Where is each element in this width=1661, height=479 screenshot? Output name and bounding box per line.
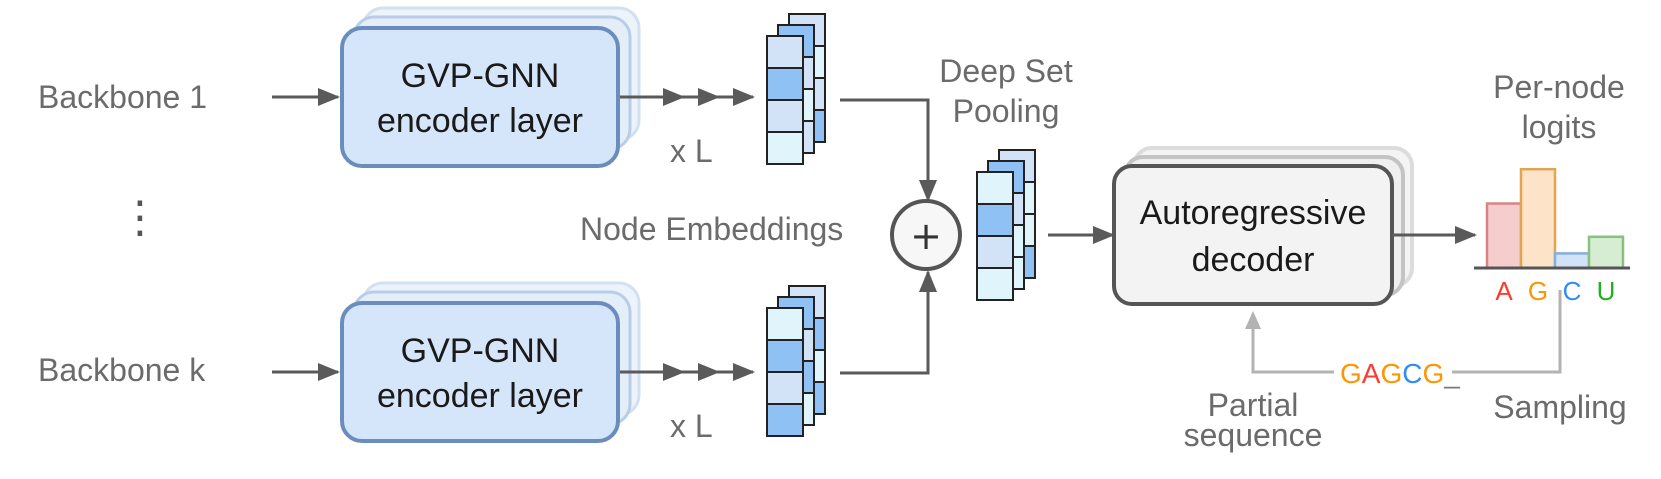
sequence-char: G: [1422, 358, 1444, 389]
sequence-char: G: [1380, 358, 1402, 389]
embedding-stack-bottom: [766, 285, 826, 437]
embedding-stack-pooled: [976, 149, 1036, 301]
logit-label-a: A: [1495, 276, 1513, 306]
logit-bar-a: [1485, 202, 1523, 270]
logits-title-line2: logits: [1522, 109, 1597, 145]
partial-sequence-text: GAGCG_: [1340, 358, 1460, 389]
encoder-box-bottom: [340, 301, 620, 443]
sequence-char: _: [1443, 358, 1460, 389]
logit-bar-chart: [1485, 167, 1625, 270]
partial-sequence-arrow: [1245, 311, 1334, 374]
embedding-cell: [766, 35, 804, 69]
encoder-stack-bottom: GVP-GNN encoder layer: [340, 281, 641, 443]
ellipsis-label: ⋮: [118, 193, 162, 242]
embedding-cell: [976, 267, 1014, 301]
emb-top-to-sum-arrow: [840, 98, 937, 202]
embedding-cell: [766, 131, 804, 165]
sequence-char: C: [1402, 358, 1422, 389]
backbone-k-label: Backbone k: [38, 352, 206, 388]
encoder-top-line2: encoder layer: [377, 102, 583, 140]
decoder-box: [1112, 164, 1394, 306]
logit-label-g: G: [1528, 276, 1548, 306]
partial-label-line1: Partial: [1208, 387, 1299, 423]
sequence-char: A: [1362, 358, 1381, 389]
sequence-char: G: [1340, 358, 1362, 389]
embedding-cell: [976, 203, 1014, 237]
sampling-feedback-line: [1452, 290, 1562, 374]
decoder-line2: decoder: [1192, 241, 1315, 279]
embedding-cell: [766, 339, 804, 373]
logit-label-u: U: [1597, 276, 1616, 306]
decoder-stack: Autoregressive decoder: [1112, 146, 1414, 306]
repeat-label-top: x L: [670, 133, 713, 169]
encoder-bottom-line1: GVP-GNN: [401, 332, 560, 370]
logit-bar-g: [1519, 167, 1557, 270]
logits-title-line1: Per-node: [1493, 69, 1625, 105]
encoder-top-line1: GVP-GNN: [401, 57, 560, 95]
embedding-cell: [976, 171, 1014, 205]
plus-icon: +: [910, 214, 942, 258]
node-embeddings-label: Node Embeddings: [580, 211, 843, 247]
embedding-cell: [976, 235, 1014, 269]
embedding-cell: [766, 67, 804, 101]
backbone-1-label: Backbone 1: [38, 79, 207, 115]
embedding-cell: [766, 307, 804, 341]
encoder-bottom-line2: encoder layer: [377, 377, 583, 415]
embedding-cell: [766, 371, 804, 405]
sum-operator: +: [890, 199, 962, 271]
encoder-stack-top: GVP-GNN encoder layer: [340, 6, 641, 168]
embedding-cell: [766, 99, 804, 133]
embedding-stack-top: [766, 13, 826, 165]
logit-label-c: C: [1563, 276, 1582, 306]
partial-label-line2: sequence: [1184, 417, 1323, 453]
pooling-label-line1: Deep Set: [939, 53, 1073, 89]
emb-bottom-to-sum-arrow: [840, 270, 937, 375]
repeat-label-bottom: x L: [670, 408, 713, 444]
embedding-cell: [766, 403, 804, 437]
pooling-label-line2: Pooling: [953, 93, 1060, 129]
logit-bar-u: [1587, 235, 1625, 270]
encoder-box-top: [340, 26, 620, 168]
decoder-line1: Autoregressive: [1140, 194, 1367, 232]
logit-bar-c: [1553, 252, 1591, 270]
sampling-label: Sampling: [1493, 389, 1626, 425]
